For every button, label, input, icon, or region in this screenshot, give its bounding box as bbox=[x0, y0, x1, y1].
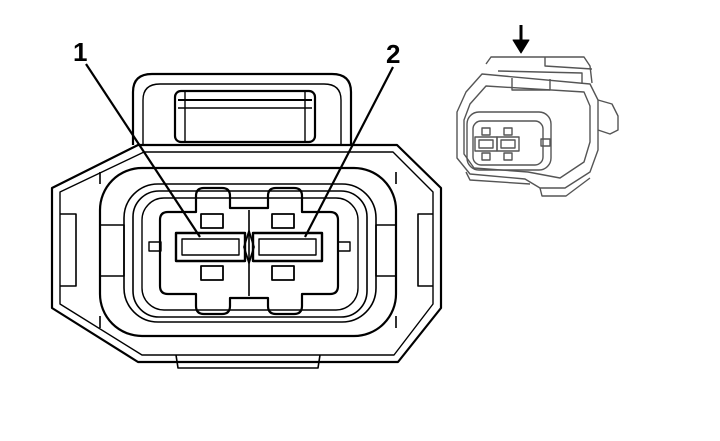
thumb-latch-bar bbox=[497, 70, 583, 91]
center-polarizing-key bbox=[243, 230, 255, 264]
thumb-mating-face bbox=[466, 111, 552, 171]
thumb-side-tab bbox=[540, 138, 551, 147]
key-channel-right bbox=[375, 224, 396, 277]
lock-latch-frame-inner bbox=[142, 83, 342, 145]
thumb-terminal-1-inner bbox=[478, 139, 494, 149]
housing-bottom-bar bbox=[175, 354, 321, 369]
terminal-2-blade bbox=[251, 231, 324, 263]
mating-face-outer bbox=[98, 166, 398, 338]
terminal-1-upper-latch bbox=[200, 213, 224, 229]
side-pin-right bbox=[337, 241, 351, 252]
pin-label-1: 1 bbox=[73, 37, 88, 67]
terminal-2-upper-latch bbox=[271, 213, 295, 229]
leader-lines bbox=[85, 63, 394, 238]
terminal-cavity-outline bbox=[158, 186, 340, 316]
connector-thumbnail-view bbox=[456, 25, 619, 197]
thumb-body-inner bbox=[463, 85, 591, 179]
thumb-terminal-2 bbox=[496, 136, 520, 152]
leader-line-pin-2 bbox=[304, 66, 394, 238]
terminal-2-blade-inner bbox=[258, 238, 317, 256]
key-channel-left bbox=[100, 224, 125, 277]
thumb-side-flange bbox=[597, 99, 619, 135]
connector-face-view bbox=[50, 72, 443, 369]
thumb-terminal-2-inner bbox=[500, 139, 516, 149]
lock-latch-side bbox=[184, 91, 306, 142]
side-pin-left bbox=[148, 241, 162, 252]
side-bump-left bbox=[60, 213, 77, 287]
terminal-2-lower-latch bbox=[271, 265, 295, 281]
lock-latch-tab bbox=[173, 89, 317, 144]
thumb-cavity bbox=[472, 120, 544, 166]
arrow-down-icon bbox=[512, 25, 530, 54]
pin-label-2: 2 bbox=[386, 39, 401, 69]
lock-latch-frame bbox=[131, 72, 353, 145]
terminal-1-blade-inner bbox=[181, 238, 240, 256]
terminal-1-lower-latch bbox=[200, 265, 224, 281]
seal-ring bbox=[132, 190, 368, 318]
housing-outer-inner-edge bbox=[59, 151, 434, 356]
terminal-1-blade bbox=[174, 231, 247, 263]
leader-line-pin-1 bbox=[85, 63, 201, 238]
thumb-terminal-latches bbox=[481, 127, 513, 161]
thumb-base bbox=[465, 171, 591, 197]
housing-outer-body bbox=[50, 143, 443, 364]
thumb-latch bbox=[485, 56, 593, 84]
side-bump-right bbox=[417, 213, 433, 287]
terminal-pin-2 bbox=[251, 213, 324, 281]
seal-ring-inner bbox=[141, 197, 359, 311]
terminal-pin-1 bbox=[174, 213, 247, 281]
